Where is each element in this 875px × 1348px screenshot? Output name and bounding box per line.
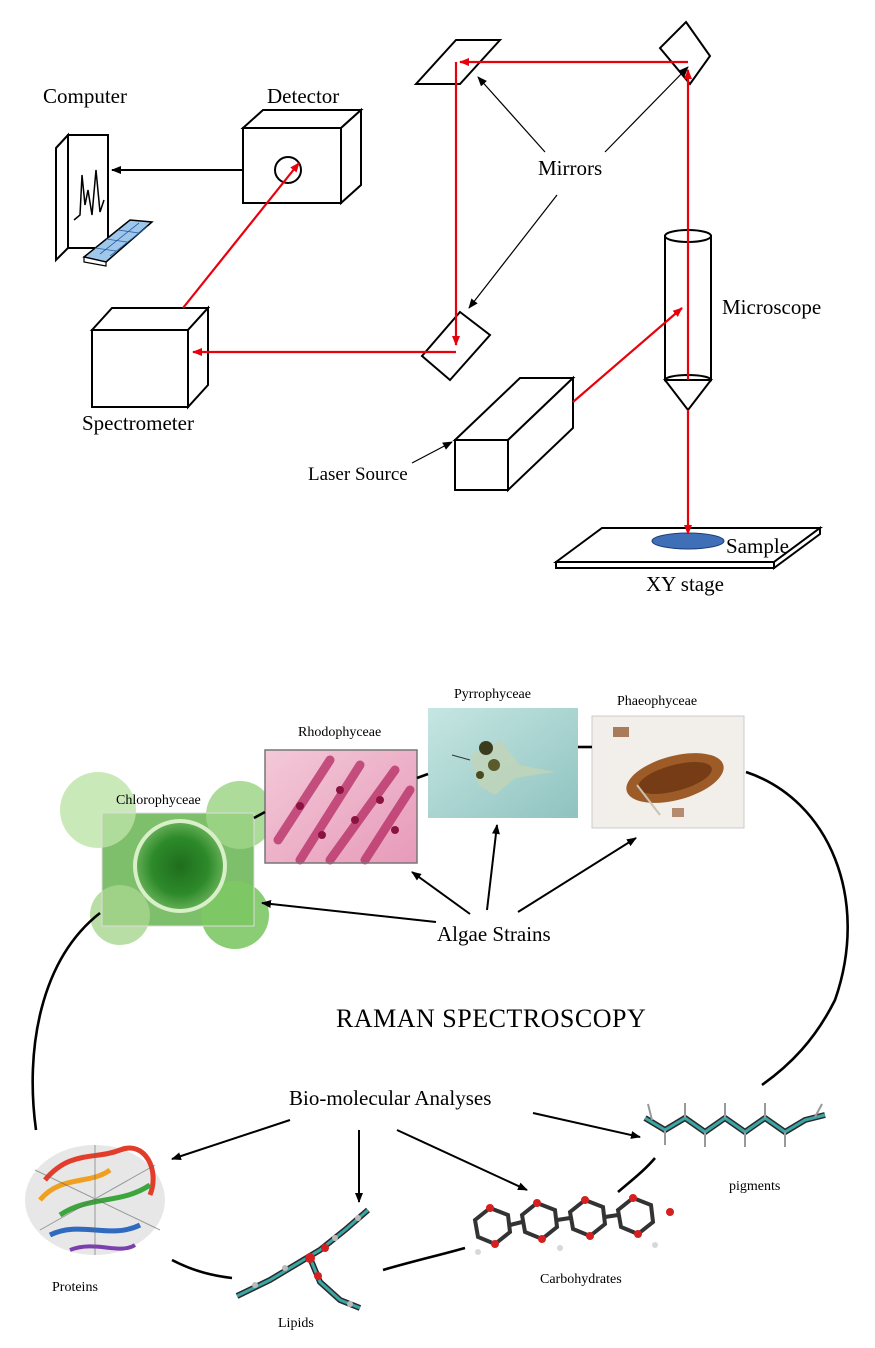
analyses-arrows [171, 1112, 641, 1203]
xy-stage-label: XY stage [646, 572, 724, 596]
xy-stage [552, 526, 824, 570]
proteins-label: Proteins [52, 1280, 98, 1295]
pigments-label: pigments [729, 1179, 780, 1194]
detector-aperture [274, 156, 302, 184]
raman-spectroscopy-title: RAMAN SPECTROSCOPY [336, 1004, 646, 1033]
chlorophyceae-image [60, 772, 274, 949]
carbohydrates-label: Carbohydrates [540, 1272, 622, 1287]
carb-pigment-link [617, 1157, 656, 1193]
protein-structure-image [25, 1145, 165, 1255]
rhodophyceae-image [264, 749, 418, 865]
laser-source-label: Laser Source [308, 464, 408, 485]
lipids-label: Lipids [278, 1316, 314, 1331]
spectrometer-box [89, 305, 211, 410]
chlorophyceae-label: Chlorophyceae [116, 793, 201, 808]
computer-icon [55, 132, 154, 267]
chloro-rhodo-link [253, 810, 266, 820]
rhodophyceae-label: Rhodophyceae [298, 725, 381, 740]
laser-source-pointer [411, 441, 453, 464]
left-outer-arc [31, 911, 101, 1131]
lipid-molecule-image [235, 1207, 370, 1311]
laser-source-box [452, 375, 576, 493]
computer-label: Computer [43, 84, 127, 108]
spectrometer-label: Spectrometer [82, 411, 194, 435]
laser-beam-path [182, 58, 692, 535]
detector-label: Detector [267, 84, 339, 108]
pyrrophyceae-label: Pyrrophyceae [454, 687, 531, 702]
mirrors-label: Mirrors [538, 156, 602, 180]
phaeophyceae-label: Phaeophyceae [617, 694, 697, 709]
rhodo-pyrro-link [416, 772, 429, 780]
pyrrophyceae-image [428, 708, 578, 818]
right-outer-arc [745, 770, 849, 1087]
carbohydrate-molecule-image [472, 1194, 674, 1255]
phaeophyceae-image [591, 715, 745, 829]
mirrors-pointer-bottom [468, 194, 558, 309]
detector-box [240, 107, 364, 206]
mirror-top-right [658, 20, 712, 86]
sample-label: Sample [726, 534, 789, 558]
mirror-top-left [413, 39, 503, 85]
mirrors-pointer-left [477, 76, 546, 153]
protein-lipid-link [171, 1258, 233, 1280]
mirrors-pointer-right [604, 66, 689, 153]
mirror-bottom [420, 310, 492, 382]
bio-molecular-analyses-label: Bio-molecular Analyses [289, 1086, 491, 1110]
lipid-carb-link [382, 1246, 466, 1272]
pigment-molecule-image [643, 1103, 826, 1147]
algae-strains-label: Algae Strains [437, 922, 551, 946]
algae-strains-arrows [261, 824, 637, 923]
microscope-label: Microscope [722, 295, 821, 319]
sample-spot [651, 532, 725, 550]
